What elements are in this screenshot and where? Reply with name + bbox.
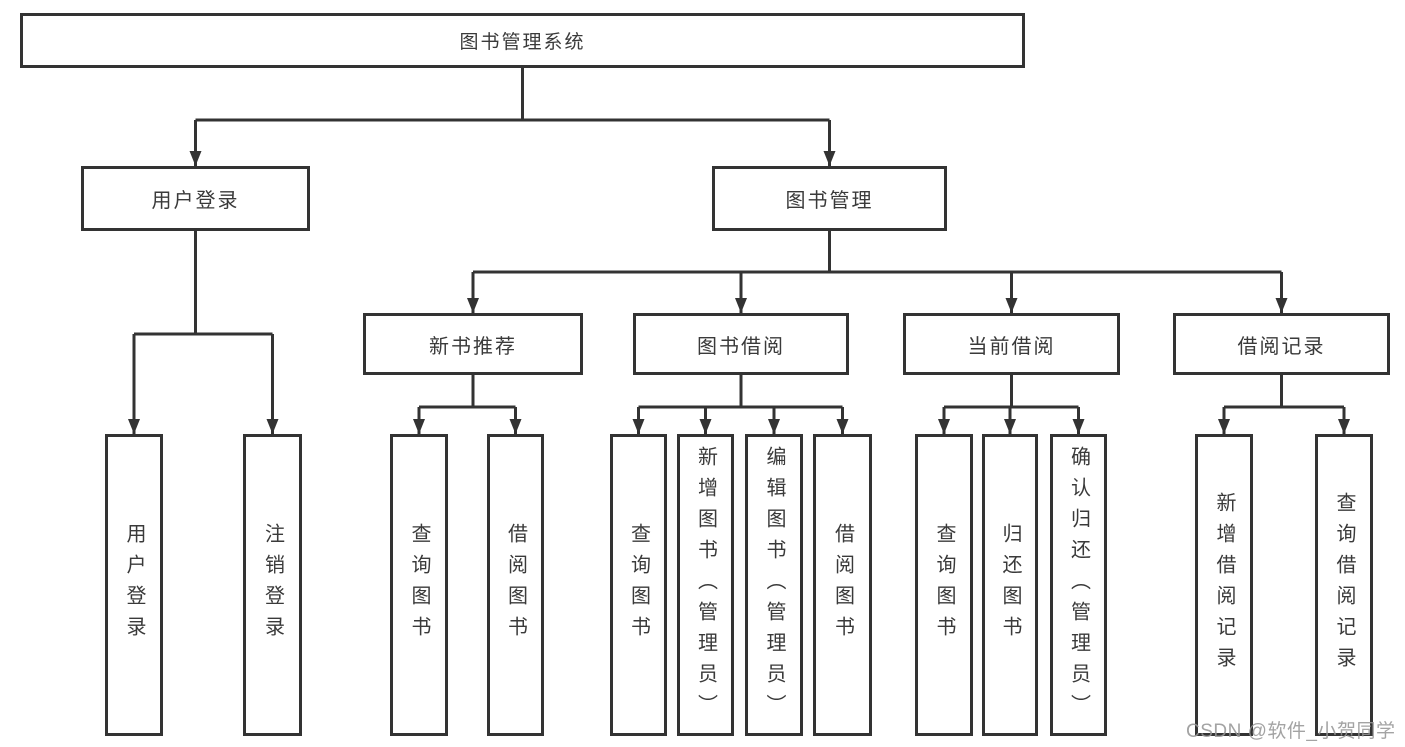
node-label: 新增借阅记录 [1213,492,1235,678]
node-label: 用户登录 [151,190,240,212]
node-label: 图书管理 [785,190,874,212]
leaf-confirm-return-admin: 确认归还（管理员） [1050,434,1107,736]
leaf-return-books: 归还图书 [982,434,1038,736]
node-label: 图书管理系统 [459,32,586,53]
node-label: 借阅图书 [831,523,854,647]
node-label: 新书推荐 [429,335,517,358]
leaf-add-book-admin: 新增图书（管理员） [677,434,734,736]
node-label: 用户登录 [123,523,145,647]
leaf-borrow-books-recommendation: 借阅图书 [487,434,544,736]
leaf-user-login: 用户登录 [105,434,163,736]
node-label: 归还图书 [999,523,1021,647]
node-label: 当前借阅 [967,335,1056,358]
leaf-logout: 注销登录 [243,434,302,736]
node-label: 借阅图书 [504,523,527,647]
node-user-login: 用户登录 [81,166,310,231]
node-current-borrowing: 当前借阅 [903,313,1120,375]
node-library-management-system: 图书管理系统 [20,13,1025,68]
node-label: 查询借阅记录 [1333,492,1355,678]
leaf-query-books-recommendation: 查询图书 [390,434,448,736]
leaf-query-borrow-record: 查询借阅记录 [1315,434,1373,736]
node-label: 新增图书（管理员） [694,445,717,725]
node-label: 查询图书 [933,523,955,647]
leaf-query-books-current: 查询图书 [915,434,973,736]
node-borrowing-records: 借阅记录 [1173,313,1390,375]
leaf-query-books-borrowing: 查询图书 [610,434,667,736]
node-new-book-recommendation: 新书推荐 [363,313,583,375]
csdn-watermark: CSDN @软件_小贺同学 [1186,721,1396,742]
leaf-add-borrow-record: 新增借阅记录 [1195,434,1253,736]
node-label: 注销登录 [261,523,284,647]
node-book-management: 图书管理 [712,166,947,231]
leaf-borrow-books-borrowing: 借阅图书 [813,434,872,736]
node-label: 查询图书 [627,523,650,647]
node-label: 确认归还（管理员） [1067,445,1090,725]
leaf-edit-book-admin: 编辑图书（管理员） [745,434,803,736]
node-book-borrowing: 图书借阅 [633,313,849,375]
node-label: 图书借阅 [697,335,785,358]
node-label: 编辑图书（管理员） [763,445,785,725]
node-label: 借阅记录 [1237,335,1326,358]
node-label: 查询图书 [408,523,430,647]
